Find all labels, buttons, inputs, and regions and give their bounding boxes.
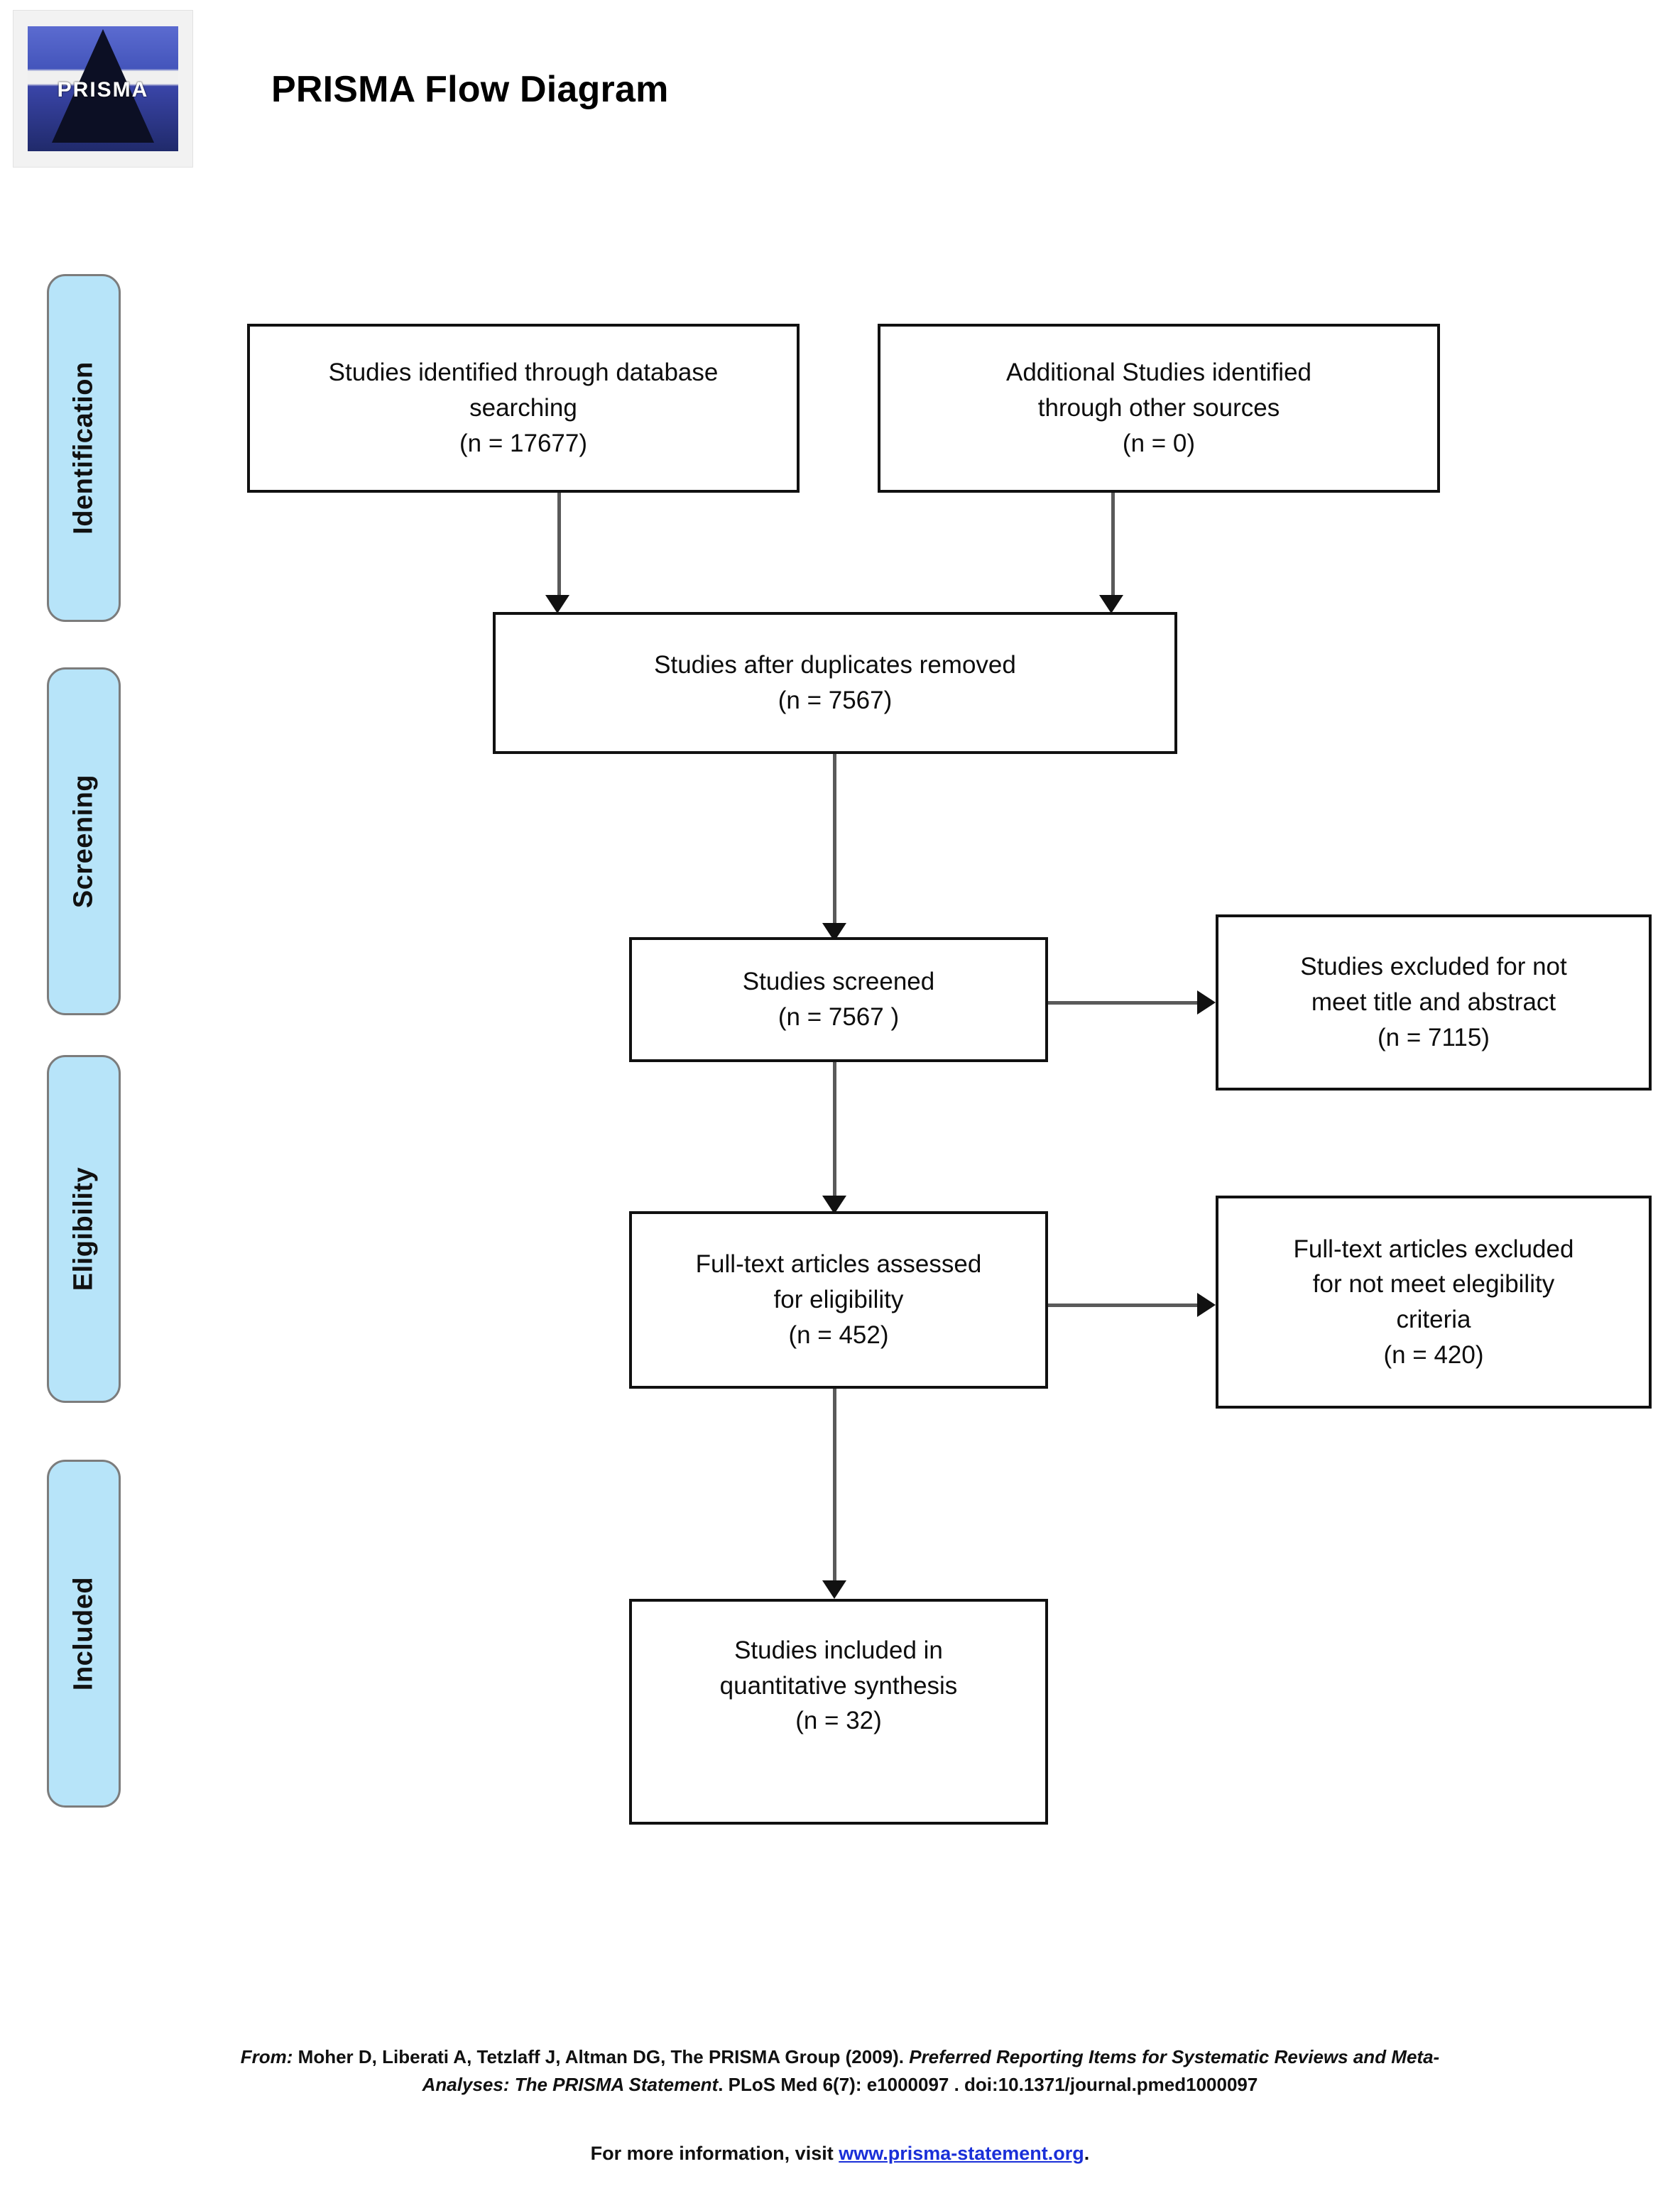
box-duplicates-removed[interactable]: Studies after duplicates removed (n = 75… <box>493 612 1177 754</box>
citation-title-part-2: Analyses: The PRISMA Statement <box>422 2074 719 2095</box>
arrow-screened-to-fulltext <box>822 1196 846 1214</box>
box-included-quantitative-text: Studies included in quantitative synthes… <box>719 1636 958 1735</box>
stage-tab-screening[interactable]: Screening <box>47 667 121 1015</box>
more-information-suffix: . <box>1084 2143 1090 2164</box>
box-database-searching[interactable]: Studies identified through database sear… <box>247 324 800 493</box>
stage-tab-included[interactable]: Included <box>47 1460 121 1808</box>
box-database-searching-text: Studies identified through database sear… <box>328 359 719 457</box>
prisma-logo-triangle-icon <box>52 29 154 143</box>
box-fulltext-assessed[interactable]: Full-text articles assessed for eligibil… <box>629 1211 1048 1389</box>
box-duplicates-removed-text: Studies after duplicates removed (n = 75… <box>654 651 1016 714</box>
prisma-logo: PRISMA <box>13 10 193 168</box>
more-information-line: For more information, visit www.prisma-s… <box>0 2143 1680 2165</box>
page-title: PRISMA Flow Diagram <box>271 69 669 110</box>
citation-line-2: Analyses: The PRISMA Statement. PLoS Med… <box>0 2071 1680 2099</box>
footer: From: Moher D, Liberati A, Tetzlaff J, A… <box>0 2043 1680 2165</box>
arrow-fulltext-to-excluded <box>1197 1293 1216 1317</box>
stage-tab-eligibility-label: Eligibility <box>68 1166 99 1291</box>
connector-duplicates-to-screened <box>833 754 836 940</box>
prisma-logo-wordmark: PRISMA <box>57 77 149 102</box>
citation-authors: Moher D, Liberati A, Tetzlaff J, Altman … <box>293 2046 910 2067</box>
box-studies-screened[interactable]: Studies screened (n = 7567 ) <box>629 937 1048 1062</box>
box-excluded-title-abstract-text: Studies excluded for not meet title and … <box>1300 953 1567 1051</box>
box-fulltext-excluded-text: Full-text articles excluded for not meet… <box>1293 1235 1574 1369</box>
stage-tab-identification-label: Identification <box>68 361 99 535</box>
stage-tab-identification[interactable]: Identification <box>47 274 121 622</box>
stage-tab-eligibility[interactable]: Eligibility <box>47 1055 121 1403</box>
citation-title-part-1: Preferred Reporting Items for Systematic… <box>909 2046 1440 2067</box>
stage-tab-screening-label: Screening <box>68 774 99 909</box>
connector-screened-to-fulltext <box>833 1062 836 1210</box>
connector-screened-to-excluded <box>1048 1001 1199 1005</box>
stage-tab-included-label: Included <box>68 1576 99 1691</box>
citation-line-1: From: Moher D, Liberati A, Tetzlaff J, A… <box>0 2043 1680 2071</box>
more-information-prefix: For more information, visit <box>590 2143 839 2164</box>
connector-fulltext-to-included <box>833 1389 836 1595</box>
box-fulltext-excluded[interactable]: Full-text articles excluded for not meet… <box>1216 1196 1652 1409</box>
box-excluded-title-abstract[interactable]: Studies excluded for not meet title and … <box>1216 914 1652 1091</box>
arrow-screened-to-excluded <box>1197 990 1216 1015</box>
box-included-quantitative[interactable]: Studies included in quantitative synthes… <box>629 1599 1048 1825</box>
citation-from-label: From: <box>240 2046 293 2067</box>
arrow-other-to-duplicates <box>1099 595 1123 613</box>
arrow-database-to-duplicates <box>545 595 569 613</box>
box-other-sources-text: Additional Studies identified through ot… <box>1005 359 1311 457</box>
box-other-sources[interactable]: Additional Studies identified through ot… <box>878 324 1440 493</box>
box-fulltext-assessed-text: Full-text articles assessed for eligibil… <box>695 1250 982 1349</box>
prisma-statement-link[interactable]: www.prisma-statement.org <box>839 2143 1084 2164</box>
connector-database-to-duplicates <box>557 493 561 603</box>
connector-other-to-duplicates <box>1111 493 1115 603</box>
citation-journal-doi: . PLoS Med 6(7): e1000097 . doi:10.1371/… <box>718 2074 1258 2095</box>
connector-fulltext-to-excluded <box>1048 1304 1199 1307</box>
box-studies-screened-text: Studies screened (n = 7567 ) <box>742 968 935 1031</box>
arrow-fulltext-to-included <box>822 1580 846 1599</box>
